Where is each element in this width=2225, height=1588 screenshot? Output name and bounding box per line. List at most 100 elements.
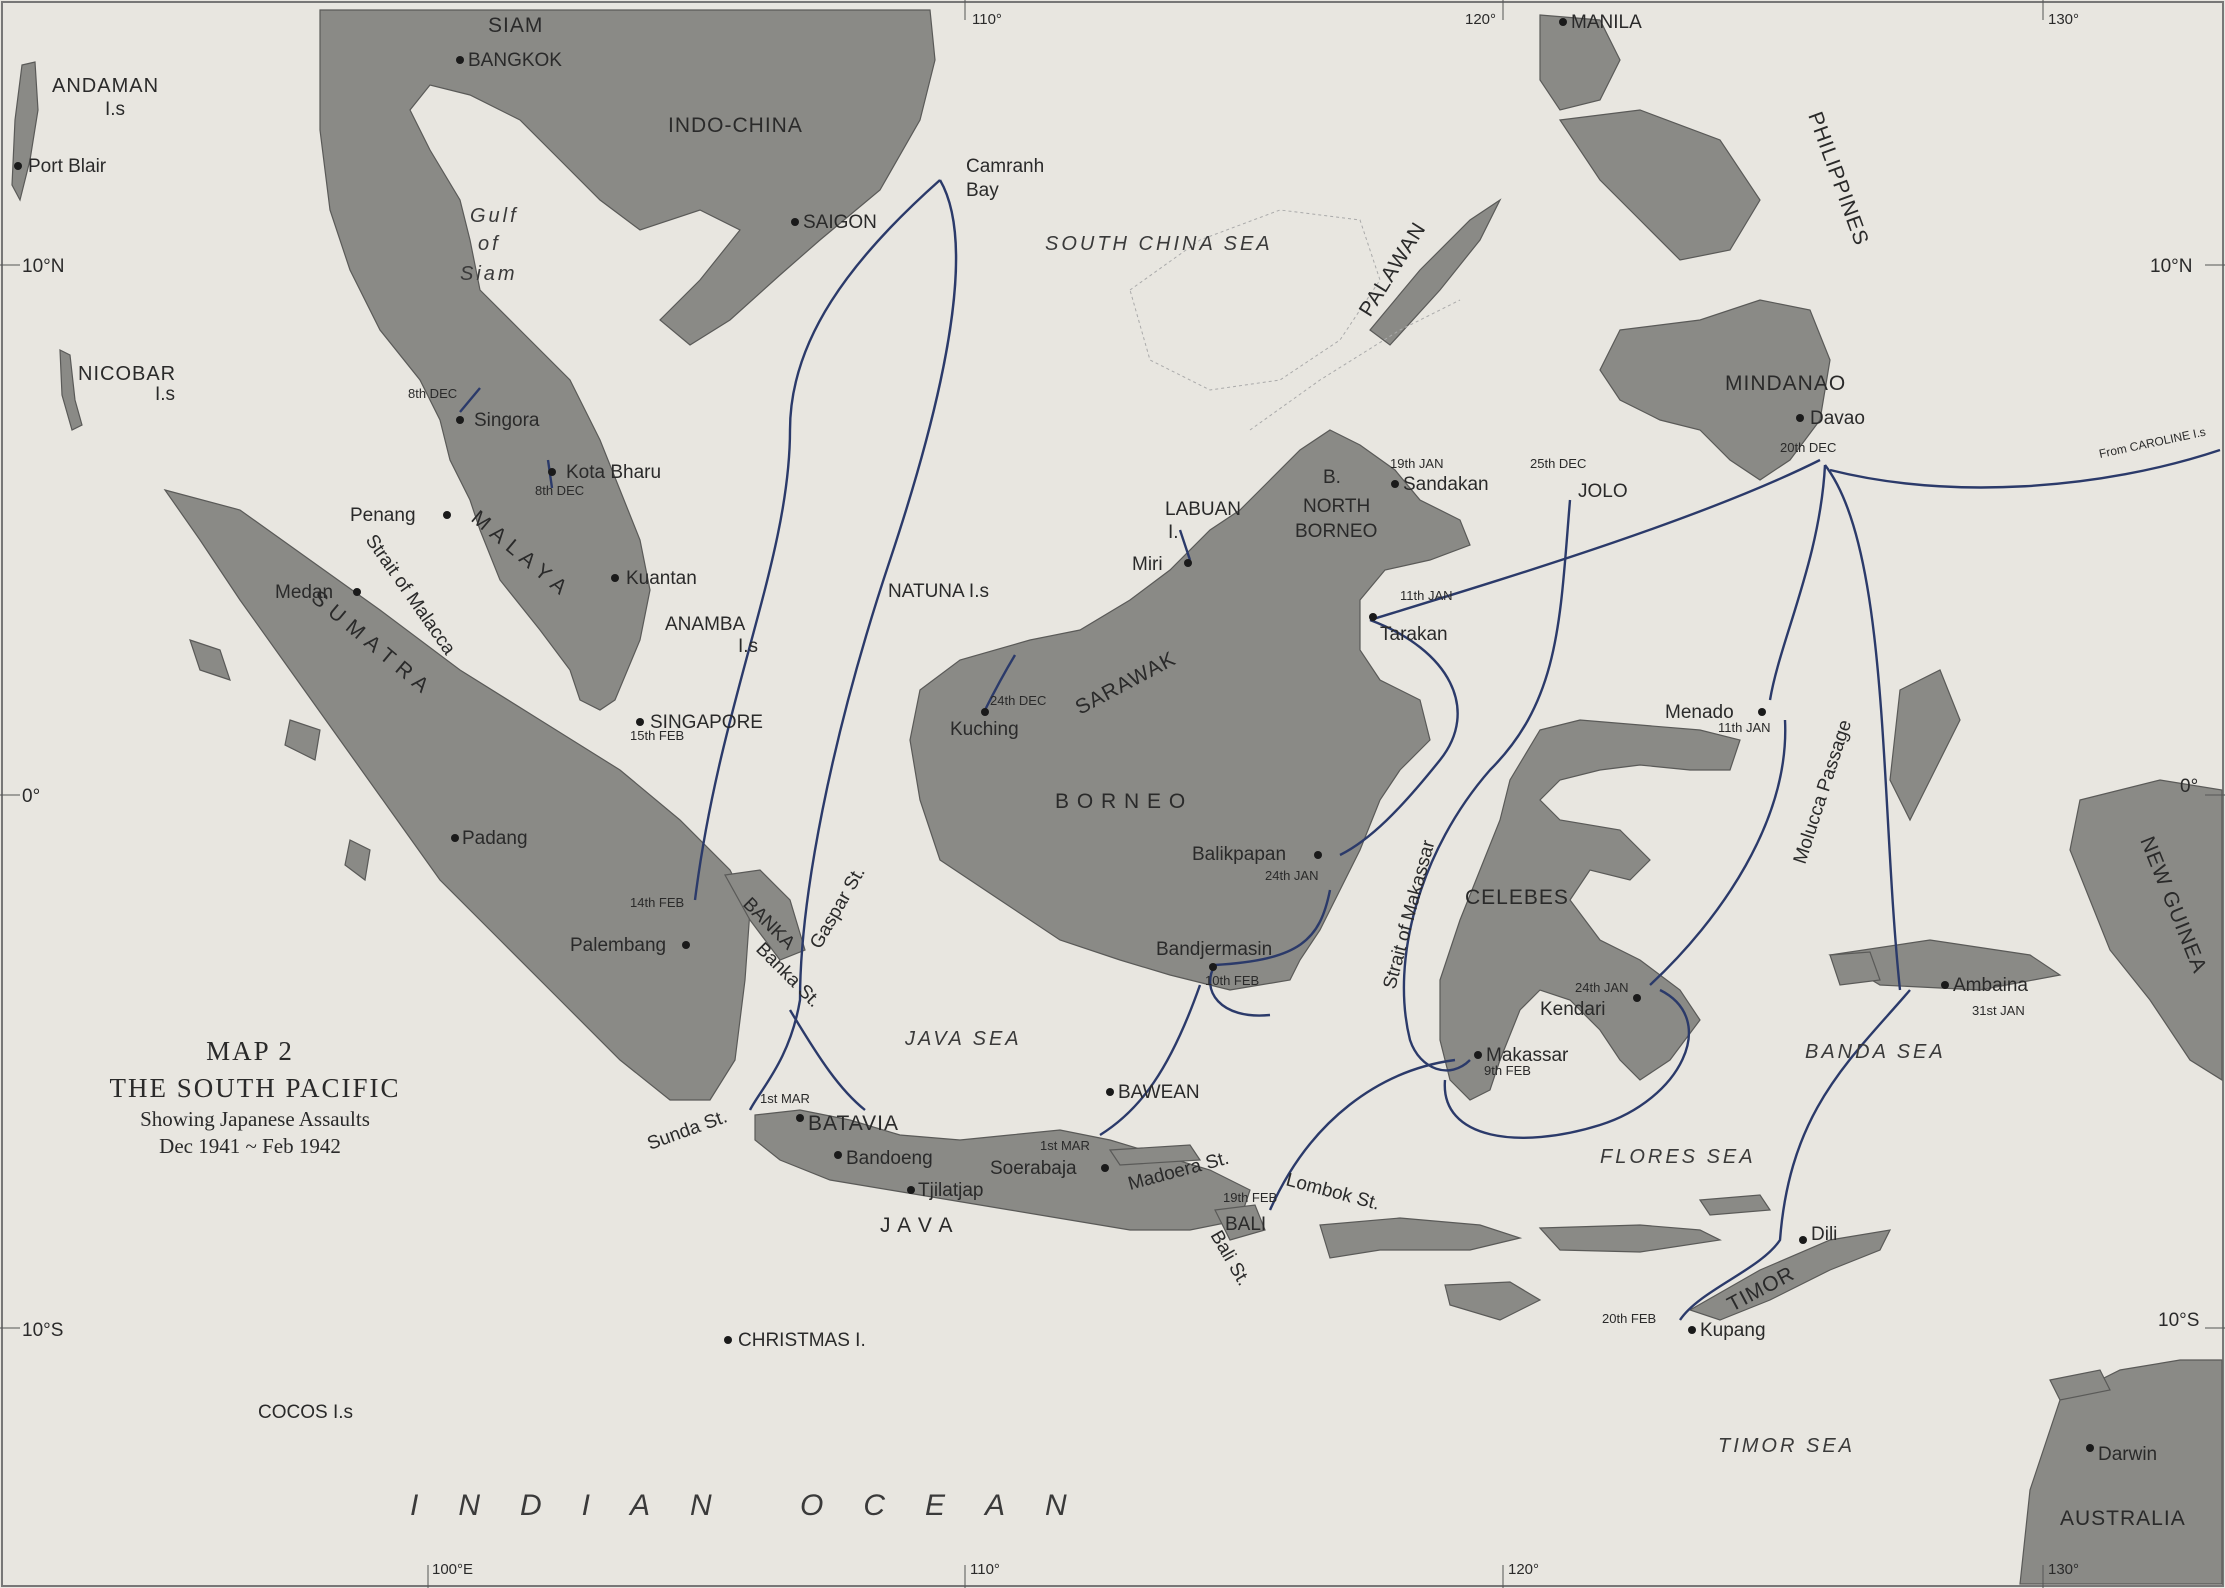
dot-miri <box>1184 559 1192 567</box>
dot-menado <box>1758 708 1766 716</box>
land-banka <box>724 869 806 961</box>
place-from-carolines: From CAROLINE I.s <box>2098 425 2207 461</box>
assault-routes <box>459 179 2221 1321</box>
island-andaman-is: I.s <box>105 99 125 120</box>
grid-lon-130-bottom: 130° <box>2048 1561 2079 1578</box>
place-bandoeng: Bandoeng <box>846 1148 933 1169</box>
grid-lon-130-top: 130° <box>2048 11 2079 28</box>
land-small-island <box>284 719 321 761</box>
sea-south-china: SOUTH CHINA SEA <box>1045 233 1273 255</box>
place-jolo: JOLO <box>1578 481 1628 502</box>
region-north-borneo-north: NORTH <box>1303 496 1370 517</box>
place-ambaina: Ambaina <box>1953 975 2028 996</box>
date-menado: 11th JAN <box>1718 720 1771 735</box>
region-java: J A V A <box>880 1214 954 1237</box>
place-kota-bharu: Kota Bharu <box>566 462 661 483</box>
land-small-island <box>1698 1194 1772 1216</box>
region-borneo: B O R N E O <box>1055 790 1186 813</box>
region-mindanao: MINDANAO <box>1725 372 1846 395</box>
place-bandjermasin: Bandjermasin <box>1156 939 1272 960</box>
route-makassar-bali <box>1268 1058 1456 1211</box>
sea-banda: BANDA SEA <box>1805 1041 1946 1063</box>
sea-java: JAVA SEA <box>904 1028 1022 1050</box>
date-batavia: 1st MAR <box>760 1091 810 1106</box>
island-labuan: LABUAN <box>1165 499 1241 520</box>
region-siam: SIAM <box>488 14 543 37</box>
land-visayas <box>1558 109 1761 261</box>
dot-medan <box>353 588 361 596</box>
dot-penang <box>443 511 451 519</box>
date-tarakan: 11th JAN <box>1400 588 1453 603</box>
place-menado: Menado <box>1665 702 1734 723</box>
dot-port-blair <box>14 162 22 170</box>
land-small-island <box>189 639 231 681</box>
dot-tarakan <box>1369 613 1377 621</box>
island-nicobar: NICOBAR <box>78 363 176 385</box>
sea-gulf-siam-1: Gulf <box>470 205 519 227</box>
date-balikpapan: 24th JAN <box>1265 868 1318 883</box>
route-banka-batavia <box>788 1009 866 1111</box>
sea-flores: FLORES SEA <box>1600 1146 1756 1168</box>
land-flores <box>1538 1224 1722 1253</box>
date-makassar: 9th FEB <box>1484 1063 1531 1078</box>
title-line4: Dec 1941 ~ Feb 1942 <box>159 1134 341 1158</box>
land-sumba <box>1444 1281 1542 1321</box>
sea-lombok-st: Lombok St. <box>1284 1170 1382 1215</box>
date-palembang: 14th FEB <box>630 895 684 910</box>
island-andaman: ANDAMAN <box>52 75 159 97</box>
place-dots <box>14 18 2094 1452</box>
route-ambaina-kupang <box>1679 989 1911 1321</box>
shoal-outlines <box>1129 209 1461 431</box>
shoal-outline <box>1249 299 1461 431</box>
date-kuching: 24th DEC <box>990 693 1046 708</box>
date-singapore: 15th FEB <box>630 728 684 743</box>
dot-dili <box>1799 1236 1807 1244</box>
land-halmahera <box>1889 669 1961 822</box>
dot-bawean <box>1106 1088 1114 1096</box>
land-madoera <box>1108 1144 1202 1166</box>
route-davao-tarakan <box>1369 458 1821 622</box>
land-buru <box>1829 951 1881 986</box>
land-timor <box>1688 1229 1892 1321</box>
route-jolo-makassar <box>1402 499 1572 1072</box>
place-kendari: Kendari <box>1540 999 1606 1020</box>
place-singapore: SINGAPORE <box>650 712 763 733</box>
date-soerabaja: 1st MAR <box>1040 1138 1090 1153</box>
region-north-borneo-b: B. <box>1323 467 1341 488</box>
dot-manila <box>1559 18 1567 26</box>
grid-lon-120-bottom: 120° <box>1508 1561 1539 1578</box>
region-celebes: CELEBES <box>1465 886 1569 909</box>
route-camranh-palembang <box>693 179 941 901</box>
region-australia: AUSTRALIA <box>2060 1507 2186 1530</box>
land-andaman <box>11 61 39 202</box>
sea-molucca-passage: Molucca Passage <box>1790 717 1856 866</box>
grid-lat-10s-right: 10°S <box>2158 1310 2199 1331</box>
land-ceram <box>1828 939 2062 991</box>
place-batavia: BATAVIA <box>808 1112 899 1135</box>
dot-kuantan <box>611 574 619 582</box>
route-carolines-davao <box>1829 448 2221 489</box>
land-indochina-malaya <box>319 9 936 711</box>
grid-lat-10n-right: 10°N <box>2150 256 2192 277</box>
sea-gaspar-st: Gaspar St. <box>806 863 870 952</box>
dot-bandoeng <box>834 1151 842 1159</box>
sea-gulf-siam-3: Siam <box>460 263 518 285</box>
land-australia <box>2019 1359 2223 1585</box>
land-mindanao <box>1599 299 1831 481</box>
place-tarakan: Tarakan <box>1380 624 1448 645</box>
date-ambaina: 31st JAN <box>1972 1003 2025 1018</box>
sea-strait-makassar: Strait of Makassar <box>1380 837 1440 991</box>
place-port-blair: Port Blair <box>28 156 107 177</box>
land-luzon <box>1539 14 1621 111</box>
region-indochina: INDO-CHINA <box>668 114 803 137</box>
grid-lat-0-left: 0° <box>22 786 40 807</box>
island-cocos: COCOS I.s <box>258 1402 353 1423</box>
land-lombok-sumbawa <box>1319 1217 1523 1259</box>
island-labuan-i: I. <box>1168 522 1179 543</box>
date-jolo: 25th DEC <box>1530 456 1586 471</box>
dot-batavia <box>796 1114 804 1122</box>
land-small-island <box>344 839 371 882</box>
land-group <box>11 9 2223 1585</box>
